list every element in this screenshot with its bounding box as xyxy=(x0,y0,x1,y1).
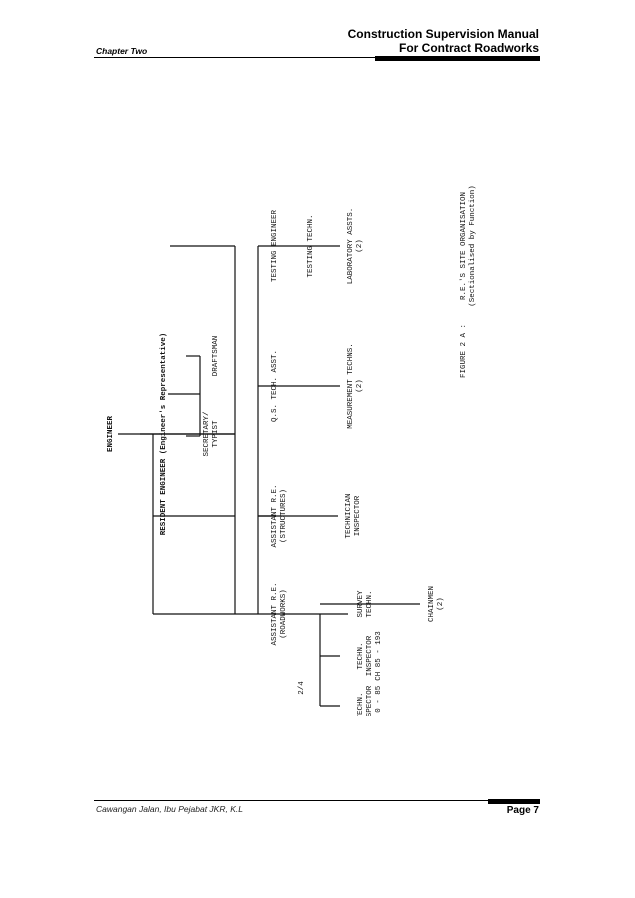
page-number: Page 7 xyxy=(506,805,539,816)
node-tech-inspector-1-line2: INSPECTOR xyxy=(366,685,374,716)
chapter-label: Chapter Two xyxy=(96,46,148,56)
node-technician-inspector-line2: INSPECTOR xyxy=(354,495,362,536)
header-rule xyxy=(94,57,540,58)
node-testing-engineer: TESTING ENGINEER xyxy=(271,209,279,282)
node-secretary-line1: SECRETARY/ xyxy=(203,411,211,457)
node-engineer: ENGINEER xyxy=(107,416,115,453)
node-survey-tech-line2: TECHN. xyxy=(366,590,374,617)
node-are-roadworks-line1: ASSISTANT R.E. xyxy=(271,582,279,645)
node-technician-inspector-line1: TECHNICIAN xyxy=(345,493,353,538)
footer-rule xyxy=(94,800,540,801)
page-mark: 2/4 xyxy=(298,681,306,695)
node-measurement-techns-line1: MEASUREMENT TECHNS. xyxy=(347,343,355,429)
node-testing-techn: TESTING TECHN. xyxy=(307,214,315,277)
node-chainmen-line1: CHAINMEN xyxy=(428,586,436,622)
figure-title-line1: R.E.'S SITE ORGANISATION xyxy=(460,192,468,300)
manual-title-line2: For Contract Roadworks xyxy=(398,41,539,55)
node-lab-assts-line1: LABORATORY ASSTS. xyxy=(347,208,355,285)
org-chart: ENGINEER RESIDENT ENGINEER (Engineer's R… xyxy=(107,185,477,716)
header-rule-bar xyxy=(375,56,540,61)
node-lab-assts-line2: (2) xyxy=(356,239,364,253)
node-are-roadworks-line2: (ROADWORKS) xyxy=(280,589,288,639)
node-tech-inspector-1-line3: CH 0 - 85 xyxy=(375,685,383,716)
node-tech-inspector-2-line2: INSPECTOR xyxy=(366,635,374,676)
node-secretary-line2: TYPIST xyxy=(212,420,220,448)
footer-rule-bar xyxy=(488,799,540,804)
node-resident-engineer: RESIDENT ENGINEER (Engineer's Representa… xyxy=(160,333,168,536)
node-survey-tech-line1: SURVEY xyxy=(357,590,365,618)
footer-organization: Cawangan Jalan, Ibu Pejabat JKR, K.L xyxy=(96,804,243,814)
node-tech-inspector-2-line3: CH 85 - 193 xyxy=(375,631,383,681)
node-tech-inspector-1-line1: TECHN. xyxy=(357,692,365,716)
node-tech-inspector-2-line1: TECHN. xyxy=(357,642,365,669)
node-are-structures-line1: ASSISTANT R.E. xyxy=(271,484,279,547)
node-chainmen-line2: (2) xyxy=(437,597,445,611)
node-qs-tech: Q.S. TECH. ASST. xyxy=(271,350,279,422)
manual-title: Construction Supervision Manual For Cont… xyxy=(348,27,539,55)
node-draftsman: DRAFTSMAN xyxy=(212,336,220,377)
manual-title-line1: Construction Supervision Manual xyxy=(347,27,539,41)
figure-title-line2: (Sectionalised by Function) xyxy=(469,185,477,307)
org-chart-connectors xyxy=(118,245,420,707)
node-measurement-techns-line2: (2) xyxy=(356,379,364,393)
node-are-structures-line2: (STRUCTURES) xyxy=(280,489,288,543)
figure-label: FIGURE 2 A : xyxy=(460,324,468,378)
